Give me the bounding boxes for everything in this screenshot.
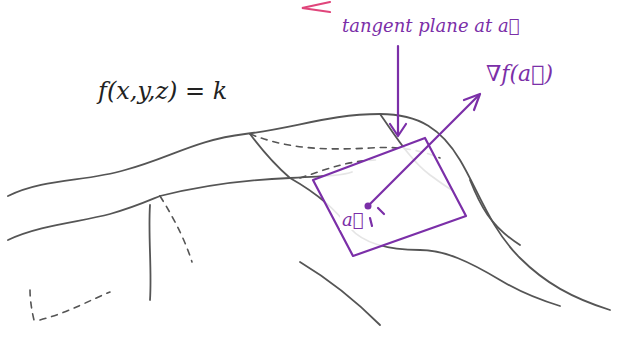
point-a xyxy=(365,203,372,210)
tangent-plane-label: tangent plane at a⃗ xyxy=(340,16,521,36)
point-label: a⃗ xyxy=(340,210,366,230)
equation-label: f(x,y,z) = k xyxy=(96,78,229,104)
gradient-label: ∇f(a⃗) xyxy=(484,62,555,86)
